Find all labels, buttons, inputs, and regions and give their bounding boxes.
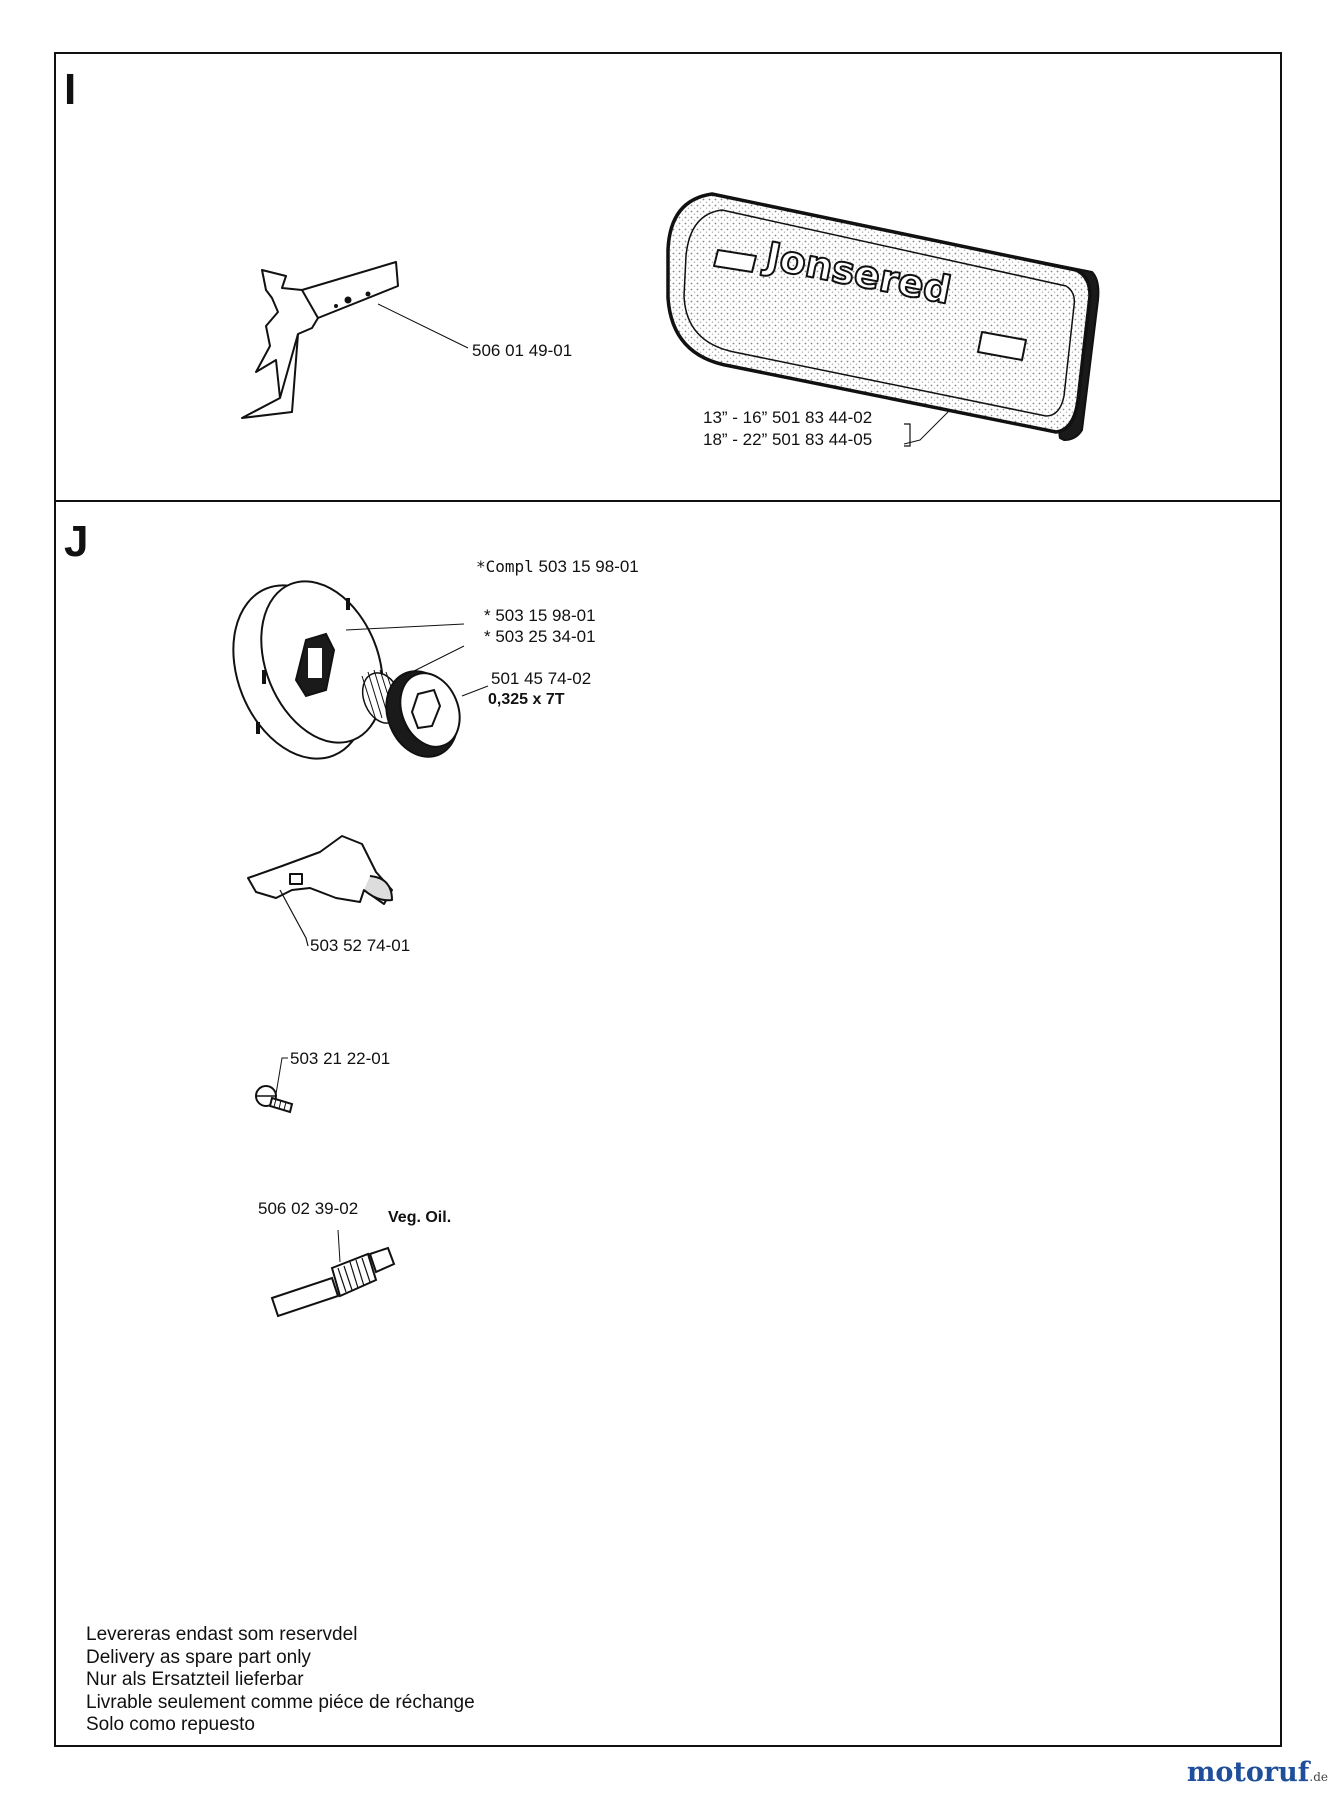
footnote-spanish: Solo como repuesto: [86, 1714, 255, 1735]
clutch-drum-part-number: * 503 15 98-01: [484, 606, 596, 625]
bumper-spike-illustration: [241, 261, 469, 419]
motoruf-watermark: motoruf.de: [1187, 1757, 1328, 1788]
footnote-german: Nur als Ersatzteil lieferbar: [86, 1669, 304, 1690]
screw-illustration: [255, 1057, 294, 1114]
rim-sprocket-illustration: [385, 670, 489, 758]
clutch-drum-compl-label: *Compl 503 15 98-01: [476, 558, 639, 575]
footnote-swedish: Levereras endast som reservdel: [86, 1624, 358, 1645]
compl-prefix: *Compl: [476, 557, 534, 576]
bar-cover-part-number-2: 18” - 22” 501 83 44-05: [703, 430, 873, 449]
clutch-drum-compl-part-number: 503 15 98-01: [538, 557, 639, 576]
screw-part-number: 503 21 22-01: [290, 1049, 391, 1068]
rim-sprocket-spec: 0,325 x 7T: [488, 691, 565, 708]
needle-bearing-part-number: * 503 25 34-01: [484, 627, 596, 646]
section-letter-j: J: [64, 517, 89, 566]
watermark-main: motoruf: [1186, 1757, 1310, 1788]
diagram-frame: [54, 52, 1282, 1747]
section-letter-i: I: [64, 65, 77, 114]
chain-catcher-illustration: [247, 835, 393, 947]
oil-pump-worm-illustration: [270, 1229, 396, 1318]
bar-cover-illustration: Jonsered: [666, 192, 1100, 445]
spare-part-footnote: Levereras endast som reservdel Delivery …: [86, 1624, 475, 1737]
chain-catcher-part-number: 503 52 74-01: [310, 936, 411, 955]
watermark-suffix: .de: [1309, 1770, 1328, 1784]
clutch-drum-illustration: [232, 580, 465, 760]
section-divider: [54, 500, 1282, 502]
footnote-french: Livrable seulement comme piéce de réchan…: [86, 1691, 475, 1713]
bar-cover-part-number-1: 13” - 16” 501 83 44-02: [703, 408, 873, 427]
bumper-spike-part-number: 506 01 49-01: [472, 341, 573, 360]
footnote-english: Delivery as spare part only: [86, 1646, 311, 1668]
veg-oil-note: Veg. Oil.: [388, 1209, 452, 1226]
rim-sprocket-part-number: 501 45 74-02: [491, 669, 592, 688]
oil-pump-worm-part-number: 506 02 39-02: [258, 1199, 359, 1218]
